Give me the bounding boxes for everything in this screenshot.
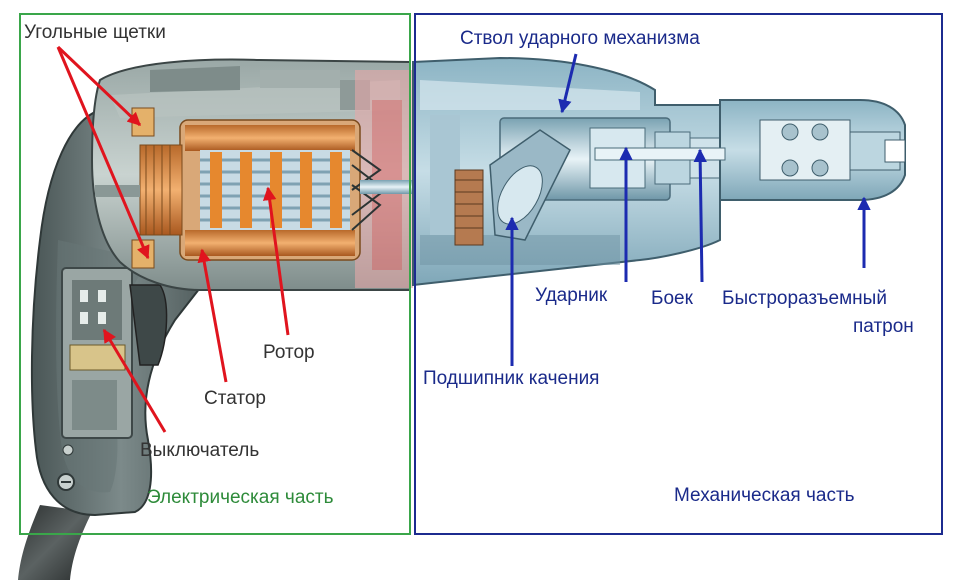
label-switch: Выключатель [140,440,260,461]
label-carbon-brushes: Угольные щетки [24,22,166,43]
label-rotor: Ротор [263,342,315,363]
gear [454,169,484,246]
label-quick-chuck-line1: Быстроразъемный [722,288,887,309]
label-mechanical-part: Механическая часть [674,485,855,506]
label-hammer-barrel: Ствол ударного механизма [460,28,700,49]
label-rolling-bearing: Подшипник качения [423,368,600,389]
trigger [129,284,168,366]
switch-block [61,267,133,439]
label-firing-pin: Боек [651,288,693,309]
quick-chuck [719,99,906,201]
blue-pointer-arrows [505,53,871,366]
power-cable [18,505,92,580]
red-pointer-arrows [56,45,290,433]
label-electrical-part: Электрическая часть [147,487,334,508]
label-stator: Статор [204,388,266,409]
mechanical-part-frame [414,13,943,535]
label-quick-chuck-line2: патрон [853,316,914,337]
label-striker: Ударник [535,285,608,306]
rolling-bearing [489,129,571,241]
electrical-part-frame [19,13,411,535]
